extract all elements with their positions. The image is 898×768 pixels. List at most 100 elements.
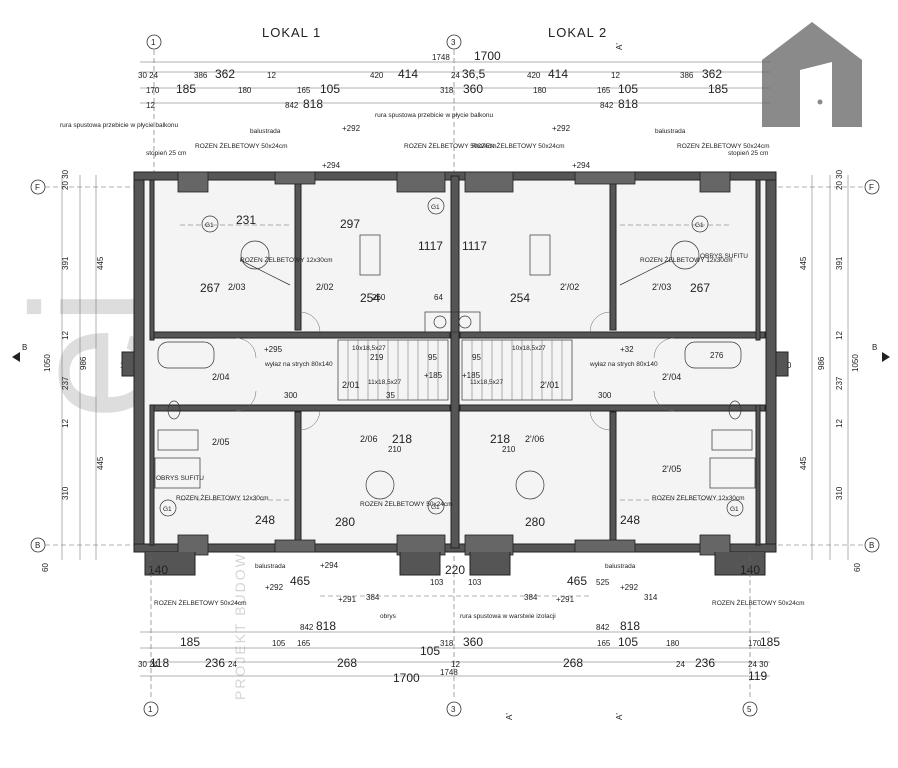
hand-area-0: 297	[340, 217, 360, 231]
bot-r3-h1: 236	[205, 656, 225, 670]
bot-r2-p2: 318	[440, 639, 454, 648]
bot-r3-p3: 24	[676, 660, 685, 669]
dim-bottom-465b: 465	[567, 574, 587, 588]
room-label-2p-06: 2'/06	[525, 434, 544, 444]
top-r1-h1: 414	[398, 67, 418, 81]
fixtures	[154, 234, 756, 500]
dim-bottom-103b: 103	[468, 578, 482, 587]
top-r1-h2: 36,5	[462, 67, 486, 81]
left-outer-3: 12	[61, 331, 70, 340]
hatch-note-left: wyłaz na strych 80x140	[264, 361, 333, 368]
column-inner-left: ROZEN ŻELBETOWY 12x30cm	[240, 255, 333, 264]
bot-r3-p4: 24 30	[748, 660, 769, 669]
axis-bottom-5: 5	[747, 705, 752, 714]
level-mid-2: +185	[424, 371, 443, 380]
dim-bottom-103a: 103	[430, 578, 444, 587]
handwritten-areas: 297 231 267 254 254 267 248 280 280 248 …	[148, 213, 760, 577]
dim-bottom-384: 384	[366, 593, 380, 602]
stairs-note-right: 10x18,5x27	[512, 345, 546, 352]
dim-bottom-314: 314	[644, 593, 658, 602]
top-r2-h1: 105	[320, 82, 340, 96]
top-r1-p6: 12	[611, 71, 620, 80]
bot-r1-h1: 818	[620, 619, 640, 633]
room-label-2-03: 2/03	[228, 282, 246, 292]
watermark-vertical-text: PROJEKT BUDOWLANY	[232, 508, 248, 700]
axis-left-F: F	[35, 183, 40, 192]
top-r1-h3: 414	[548, 67, 568, 81]
hand-area-14: 140	[148, 563, 168, 577]
bot-r2-h0: 185	[180, 635, 200, 649]
bot-r1-h0: 818	[316, 619, 336, 633]
bot-r3-p1: 24	[228, 660, 237, 669]
level-top-2: +292	[552, 124, 571, 133]
right-outer-4: 310	[835, 486, 844, 500]
column-note-bottom-left: ROZEN ŻELBETOWY 50x24cm	[154, 598, 247, 607]
level-mid-4: +32	[620, 345, 634, 354]
dim-room-300b: 300	[598, 391, 612, 400]
bot-r3-h2: 268	[337, 656, 357, 670]
room-label-2-05: 2/05	[212, 437, 230, 447]
right-outer-3: 12	[835, 419, 844, 428]
top-r1-p4: 24	[451, 71, 460, 80]
axis-top-3: 3	[451, 38, 456, 47]
level-bottom-5: +292	[620, 583, 639, 592]
bot-r1-p1: 842	[596, 623, 610, 632]
axis-markers-bottom: 1 3 5 A' A'	[143, 556, 758, 720]
column-note-bottom-right: ROZEN ŻELBETOWY 50x24cm	[712, 598, 805, 607]
doors	[180, 224, 730, 501]
top-r1-p3: 420	[370, 71, 384, 80]
right-mid-1: 986	[817, 356, 826, 370]
top-r3-p2: 842	[600, 101, 614, 110]
top-r3-p0: 12	[146, 101, 155, 110]
bot-r2-p4: 180	[666, 639, 680, 648]
hand-area-9: 248	[620, 513, 640, 527]
building-walls	[121, 171, 789, 576]
top-r1-h4: 362	[702, 67, 722, 81]
balustrade-bottom-left: balustrada	[255, 563, 286, 570]
bot-r3-h3: 268	[563, 656, 583, 670]
left-outer-2: 237	[61, 376, 70, 390]
room-label-2p-01: 2'/01	[540, 380, 559, 390]
stairs	[337, 311, 573, 401]
step-note-left: stopień 25 cm	[146, 150, 186, 157]
dim-room-260: 260	[372, 293, 386, 302]
stairs-note-left: 10x18,5x27	[352, 345, 386, 352]
hand-area-15: 140	[740, 563, 760, 577]
right-corner-bottom: 60	[853, 563, 862, 572]
top-overall-hand: 1700	[474, 49, 501, 63]
hand-area-5: 267	[690, 281, 710, 295]
room-label-2p-02: 2'/02	[560, 282, 579, 292]
dim-room-219: 219	[370, 353, 384, 362]
unit-title-left: LOKAL 1	[262, 25, 321, 40]
top-r1-p1: 386	[194, 71, 208, 80]
unit-title-right: LOKAL 2	[548, 25, 607, 40]
bot-r3-p0: 30 24	[138, 660, 159, 669]
level-top-4: +294	[572, 161, 591, 170]
hand-area-8: 280	[525, 515, 545, 529]
top-annotations: rura spustowa przebicie w płycie balkonu…	[60, 112, 770, 170]
top-r1-h0: 362	[215, 67, 235, 81]
column-inner-bl: ROZEN ŻELBETOWY 12x30cm	[176, 493, 269, 502]
left-outer-4: 391	[61, 256, 70, 270]
axis-markers-top: 1 3	[146, 34, 462, 175]
column-note-top-4: ROZEN ŻELBETOWY 50x24cm	[677, 141, 770, 150]
bot-r2-p0: 105	[272, 639, 286, 648]
hand-area-6: 248	[255, 513, 275, 527]
section-mark-bottom-2: A'	[615, 713, 624, 720]
balustrade-top-right: balustrada	[655, 128, 686, 135]
room-label-2-04: 2/04	[212, 372, 230, 382]
right-outer-2: 237	[835, 376, 844, 390]
axis-bottom-3: 3	[451, 705, 456, 714]
left-mid-0: 986	[79, 356, 88, 370]
top-dimensions: 1748 1700 30 24 386 12 420 24 420 12 386…	[138, 49, 770, 111]
bot-r3-h0: 118	[150, 656, 169, 670]
hand-area-3: 254	[360, 291, 380, 305]
bot-r3-p2: 12	[451, 660, 460, 669]
top-r2-p4: 180	[533, 86, 547, 95]
bot-r3-h4: 236	[695, 656, 715, 670]
dim-room-210: 210	[388, 445, 402, 454]
hand-area-11: 1117	[462, 239, 487, 253]
interior-notes: ROZEN ŻELBETOWY 12x30cm ROZEN ŻELBETOWY …	[156, 253, 748, 508]
top-r2-h2: 360	[463, 82, 483, 96]
dim-bottom-525: 525	[596, 578, 610, 587]
